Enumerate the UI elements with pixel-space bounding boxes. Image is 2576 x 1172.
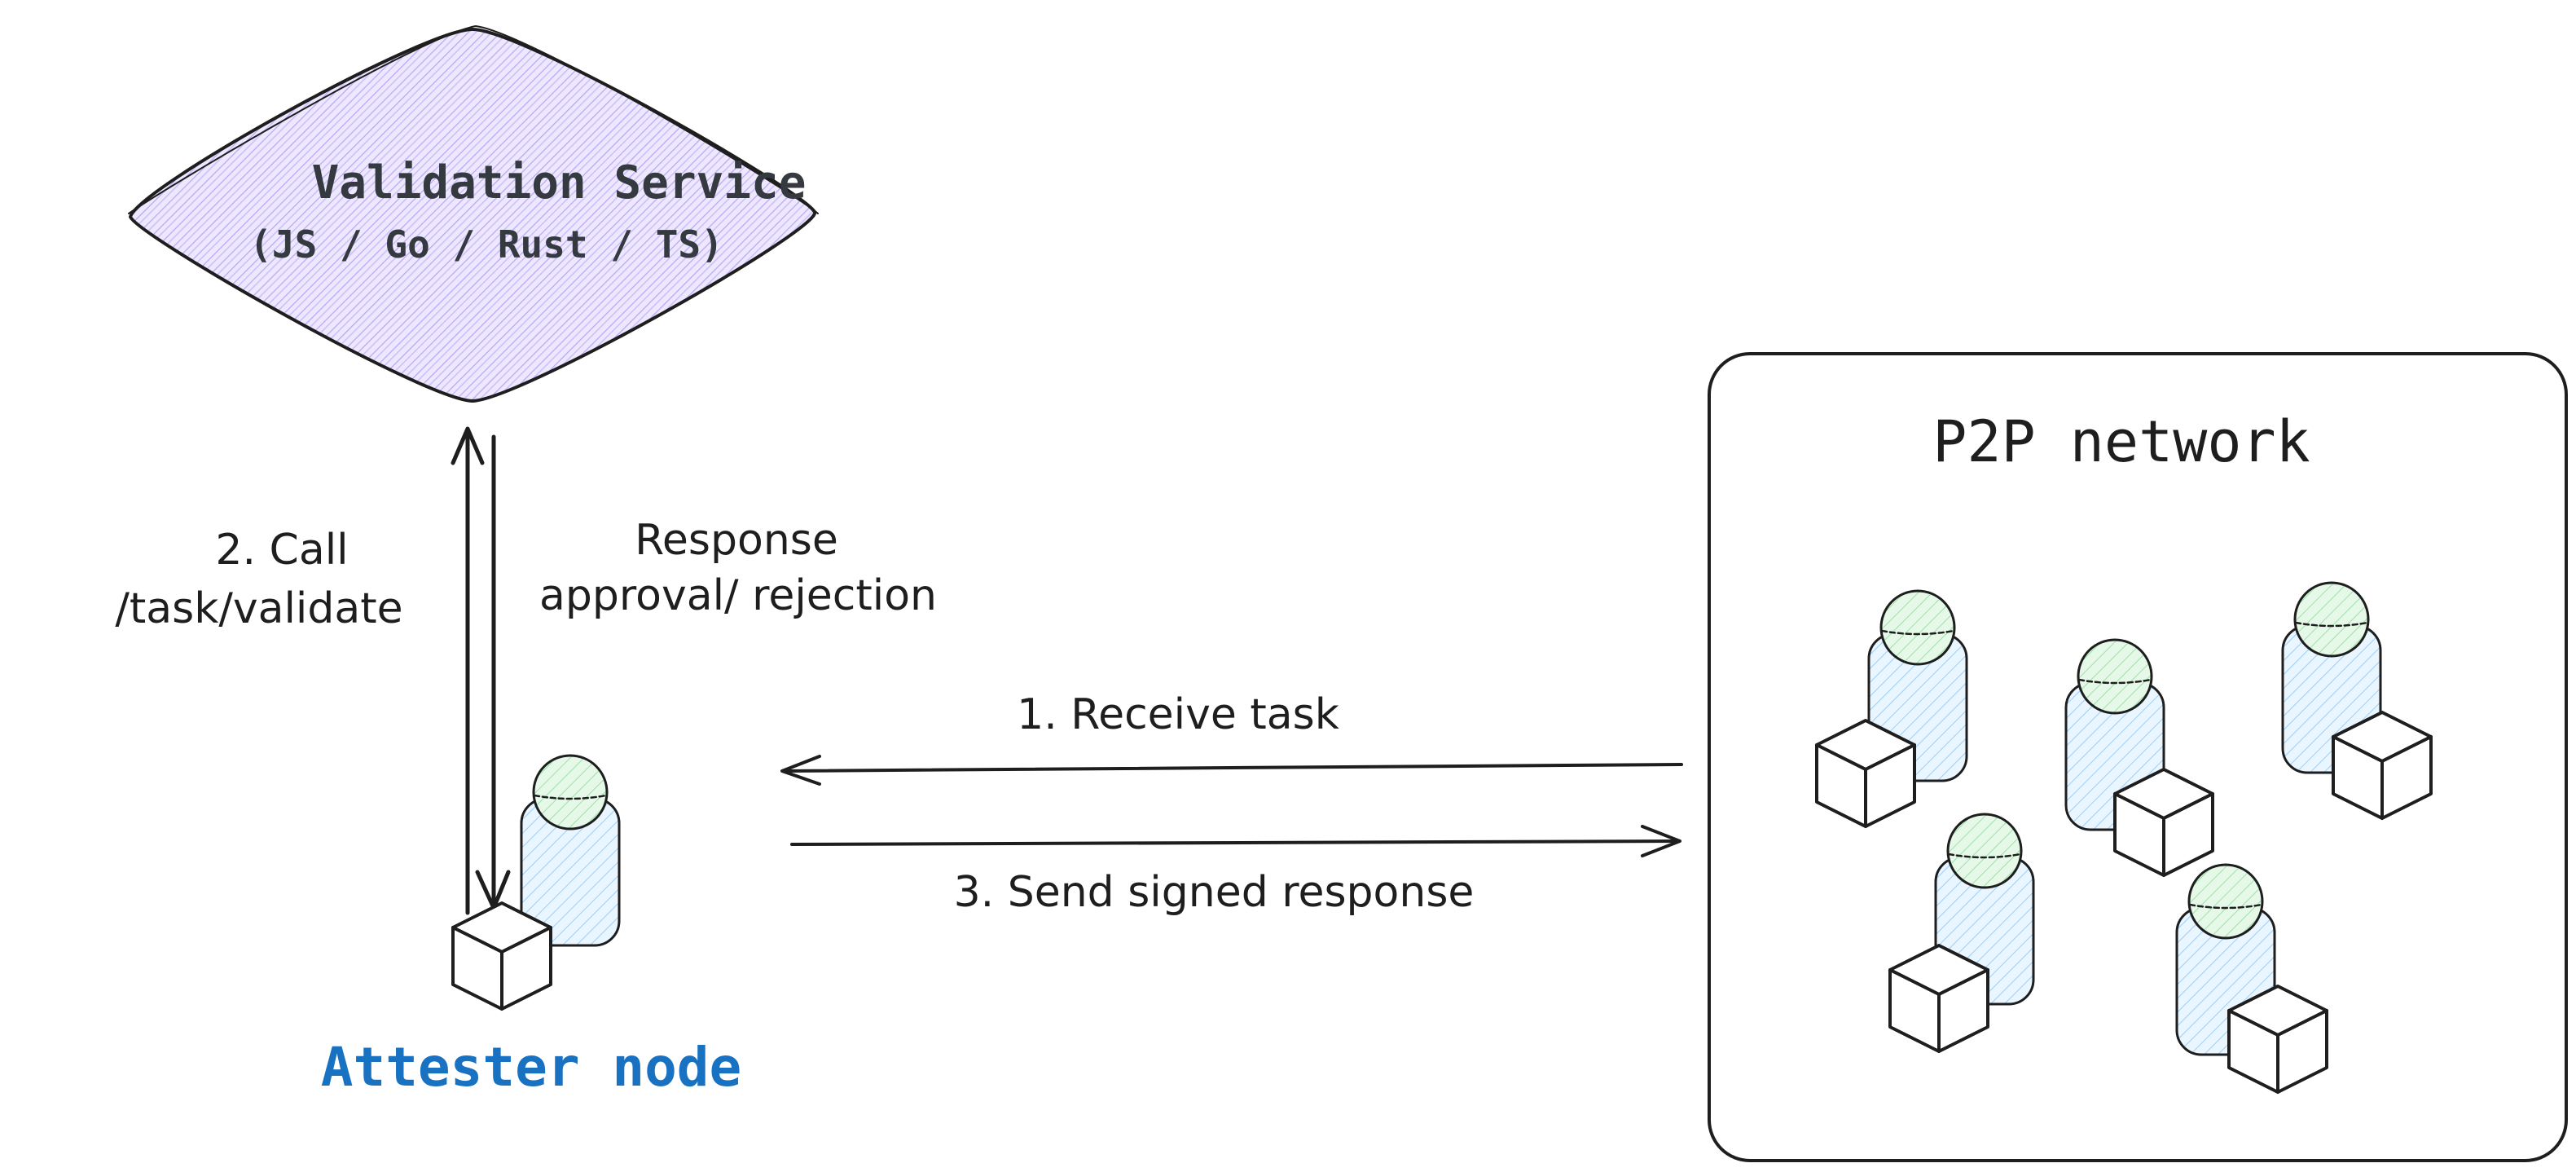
peer-cube-icon <box>2332 711 2433 820</box>
call-label-line2: /task/validate <box>115 584 402 633</box>
validation-service-shape <box>128 27 817 403</box>
attester-cube-icon <box>451 901 552 1011</box>
receive-task-label: 1. Receive task <box>1017 690 1339 739</box>
peer-cube-icon <box>1815 719 1916 828</box>
validation-service-subtitle: (JS / Go / Rust / TS) <box>249 223 723 267</box>
validation-service-node: Validation Service (JS / Go / Rust / TS) <box>128 25 819 403</box>
p2p-network-title: P2P network <box>1932 408 2310 475</box>
send-response-label: 3. Send signed response <box>954 868 1475 917</box>
p2p-network-group: P2P network <box>1708 352 2568 1162</box>
send-response-arrow <box>790 825 1681 857</box>
peer-cube-icon <box>2227 985 2328 1094</box>
validation-service-title: Validation Service <box>312 156 807 209</box>
attester-node: Attester node <box>321 754 742 1099</box>
call-arrow <box>451 426 485 915</box>
attester-label: Attester node <box>321 1036 742 1099</box>
call-label-line1: 2. Call <box>215 526 348 575</box>
peer-cube-icon <box>1888 944 1989 1053</box>
receive-task-arrow <box>780 755 1683 786</box>
response-label-line1: Response <box>635 516 838 565</box>
response-arrow <box>475 434 511 910</box>
attester-person-icon <box>520 754 621 947</box>
response-label-line2: approval/ rejection <box>539 571 937 620</box>
peer-cube-icon <box>2113 768 2214 877</box>
